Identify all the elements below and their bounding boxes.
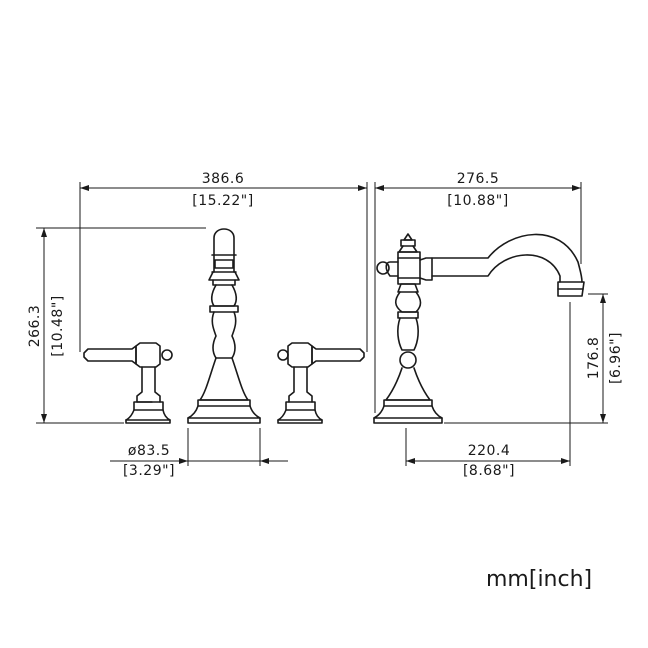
- side-height-mm: 176.8: [586, 337, 602, 380]
- front-height-mm: 266.3: [27, 305, 43, 348]
- base-diameter-mm: ø83.5: [128, 443, 170, 459]
- left-handle: [83, 342, 173, 424]
- side-spout-body: [373, 233, 585, 424]
- base-diameter-inch: [3.29"]: [123, 463, 175, 479]
- front-width-mm: 386.6: [202, 171, 245, 187]
- side-width-mm: 276.5: [457, 171, 500, 187]
- side-reach-mm: 220.4: [468, 443, 511, 459]
- right-handle: [277, 342, 365, 424]
- side-height-inch: [6.96"]: [608, 332, 624, 384]
- side-reach-inch: [8.68"]: [463, 463, 515, 479]
- front-width-inch: [15.22"]: [192, 193, 253, 209]
- front-view: [36, 182, 368, 466]
- unit-label: mm[inch]: [486, 567, 593, 592]
- side-view: [373, 182, 608, 466]
- front-height-inch: [10.48"]: [50, 295, 66, 356]
- center-spout: [187, 228, 261, 424]
- side-width-inch: [10.88"]: [447, 193, 508, 209]
